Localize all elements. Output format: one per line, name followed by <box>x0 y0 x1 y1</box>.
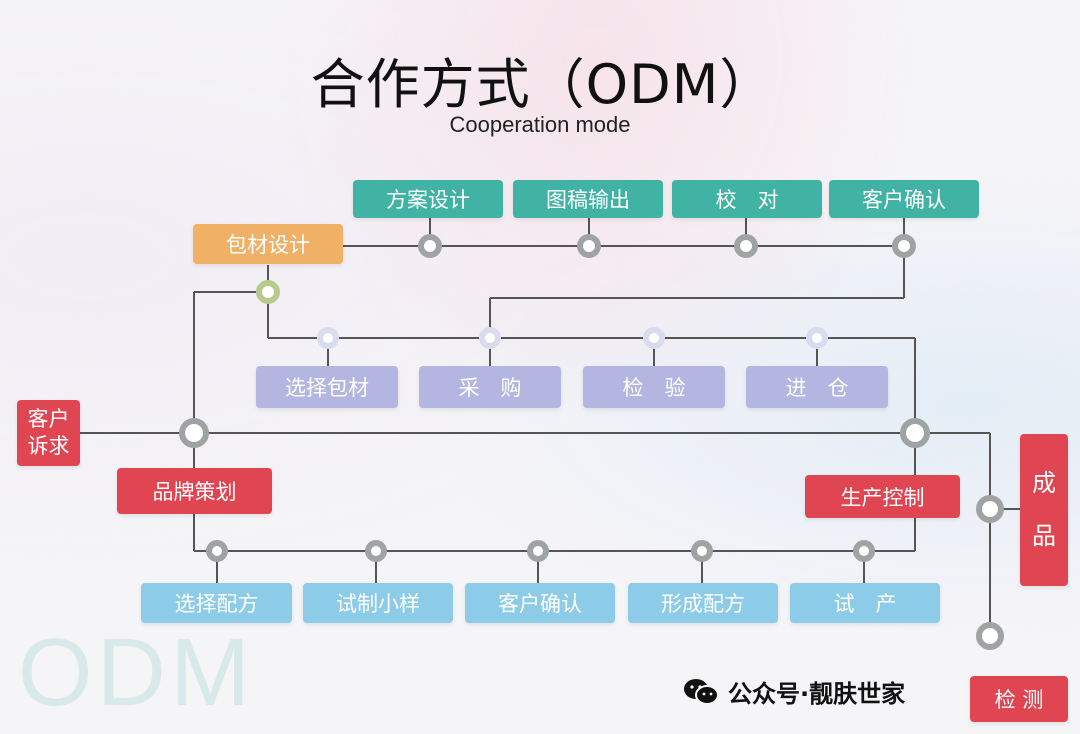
box-packaging-design: 包材设计 <box>193 224 343 264</box>
box-bottom-right: 检 测 <box>970 676 1068 722</box>
box-finished-products: 成 品 <box>1020 434 1068 586</box>
node-finished-junction <box>976 495 1004 523</box>
box-brand-planning: 品牌策划 <box>117 468 272 514</box>
box-production-control: 生产控制 <box>805 475 960 518</box>
box-select-packaging: 选择包材 <box>256 366 398 408</box>
wechat-icon <box>684 678 719 705</box>
box-client-demand: 客户 诉求 <box>17 400 80 466</box>
node-client-confirm-top <box>892 234 916 258</box>
node-finalize-formula <box>691 540 713 562</box>
credit-text: 公众号·靓肤世家 <box>728 680 906 708</box>
node-drawing-output <box>577 234 601 258</box>
credit-watermark: 公众号·靓肤世家 <box>682 674 905 709</box>
box-warehousing: 进 仓 <box>746 366 888 408</box>
box-procurement: 采 购 <box>419 366 561 408</box>
box-finalize-formula: 形成配方 <box>628 583 778 623</box>
box-scheme-design: 方案设计 <box>353 180 503 218</box>
box-trial-sample: 试制小样 <box>303 583 453 623</box>
node-select-formula <box>206 540 228 562</box>
node-scheme-design <box>418 234 442 258</box>
node-bottom-right <box>976 622 1004 650</box>
node-client-confirm-bottom <box>527 540 549 562</box>
box-proofread: 校 对 <box>672 180 822 218</box>
node-procurement <box>479 327 501 349</box>
finished-line-1: 成 <box>1032 469 1056 498</box>
node-select-packaging <box>317 327 339 349</box>
box-drawing-output: 图稿输出 <box>513 180 663 218</box>
box-trial-production: 试 产 <box>790 583 940 623</box>
box-select-formula: 选择配方 <box>141 583 292 623</box>
finished-line-2: 品 <box>1032 522 1056 550</box>
box-client-confirm-top: 客户确认 <box>829 180 979 218</box>
node-brand-junction <box>179 418 209 448</box>
page-subtitle: Cooperation mode <box>449 112 631 137</box>
client-demand-line-2: 诉求 <box>27 434 70 458</box>
node-warehousing <box>806 327 828 349</box>
node-trial-sample <box>365 540 387 562</box>
node-production-junction <box>900 418 930 448</box>
odm-watermark: ODM <box>18 619 254 726</box>
box-inspection: 检 验 <box>583 366 725 408</box>
box-client-confirm-bottom: 客户确认 <box>465 583 615 623</box>
node-trial-production <box>853 540 875 562</box>
page-title: 合作方式（ODM） <box>310 53 775 116</box>
node-proofread <box>734 234 758 258</box>
node-inspection <box>643 327 665 349</box>
node-packaging <box>256 280 280 304</box>
client-demand-line-1: 客户 <box>27 406 70 431</box>
